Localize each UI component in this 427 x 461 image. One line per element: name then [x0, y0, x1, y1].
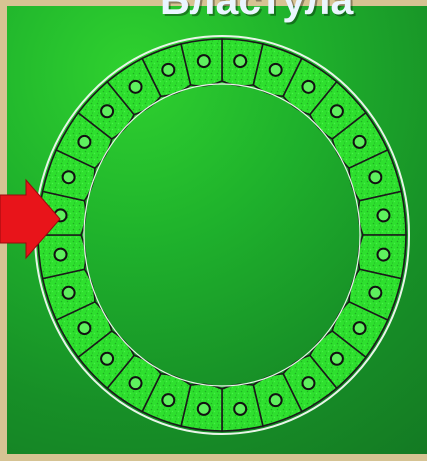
cell-nucleus [234, 55, 246, 67]
inner-membrane [84, 84, 360, 386]
cell-nucleus [270, 64, 282, 76]
outer-membrane [35, 36, 409, 434]
blastula-ring [35, 36, 409, 434]
cell-nucleus [101, 105, 113, 117]
cell-nucleus [55, 249, 67, 261]
cell-nucleus [302, 81, 314, 93]
cell-nucleus [369, 171, 381, 183]
cell-nucleus [63, 287, 75, 299]
cell-nucleus [354, 136, 366, 148]
cell-nucleus [377, 249, 389, 261]
cell-nucleus [78, 322, 90, 334]
cell-nucleus [198, 55, 210, 67]
cell-nucleus [331, 353, 343, 365]
cell-nucleus [63, 171, 75, 183]
cell-nucleus [270, 394, 282, 406]
cell-nucleus [302, 377, 314, 389]
cell-nucleus [162, 64, 174, 76]
cell-nucleus [130, 81, 142, 93]
cell-nucleus [162, 394, 174, 406]
cell-nucleus [234, 403, 246, 415]
cell-nucleus [130, 377, 142, 389]
cell-nucleus [377, 209, 389, 221]
page-title: Бластула [160, 0, 353, 21]
cell-nucleus [369, 287, 381, 299]
cell-nucleus [331, 105, 343, 117]
cell-nucleus [78, 136, 90, 148]
cell-nucleus [101, 353, 113, 365]
cell-nucleus [354, 322, 366, 334]
cell-nucleus [198, 403, 210, 415]
